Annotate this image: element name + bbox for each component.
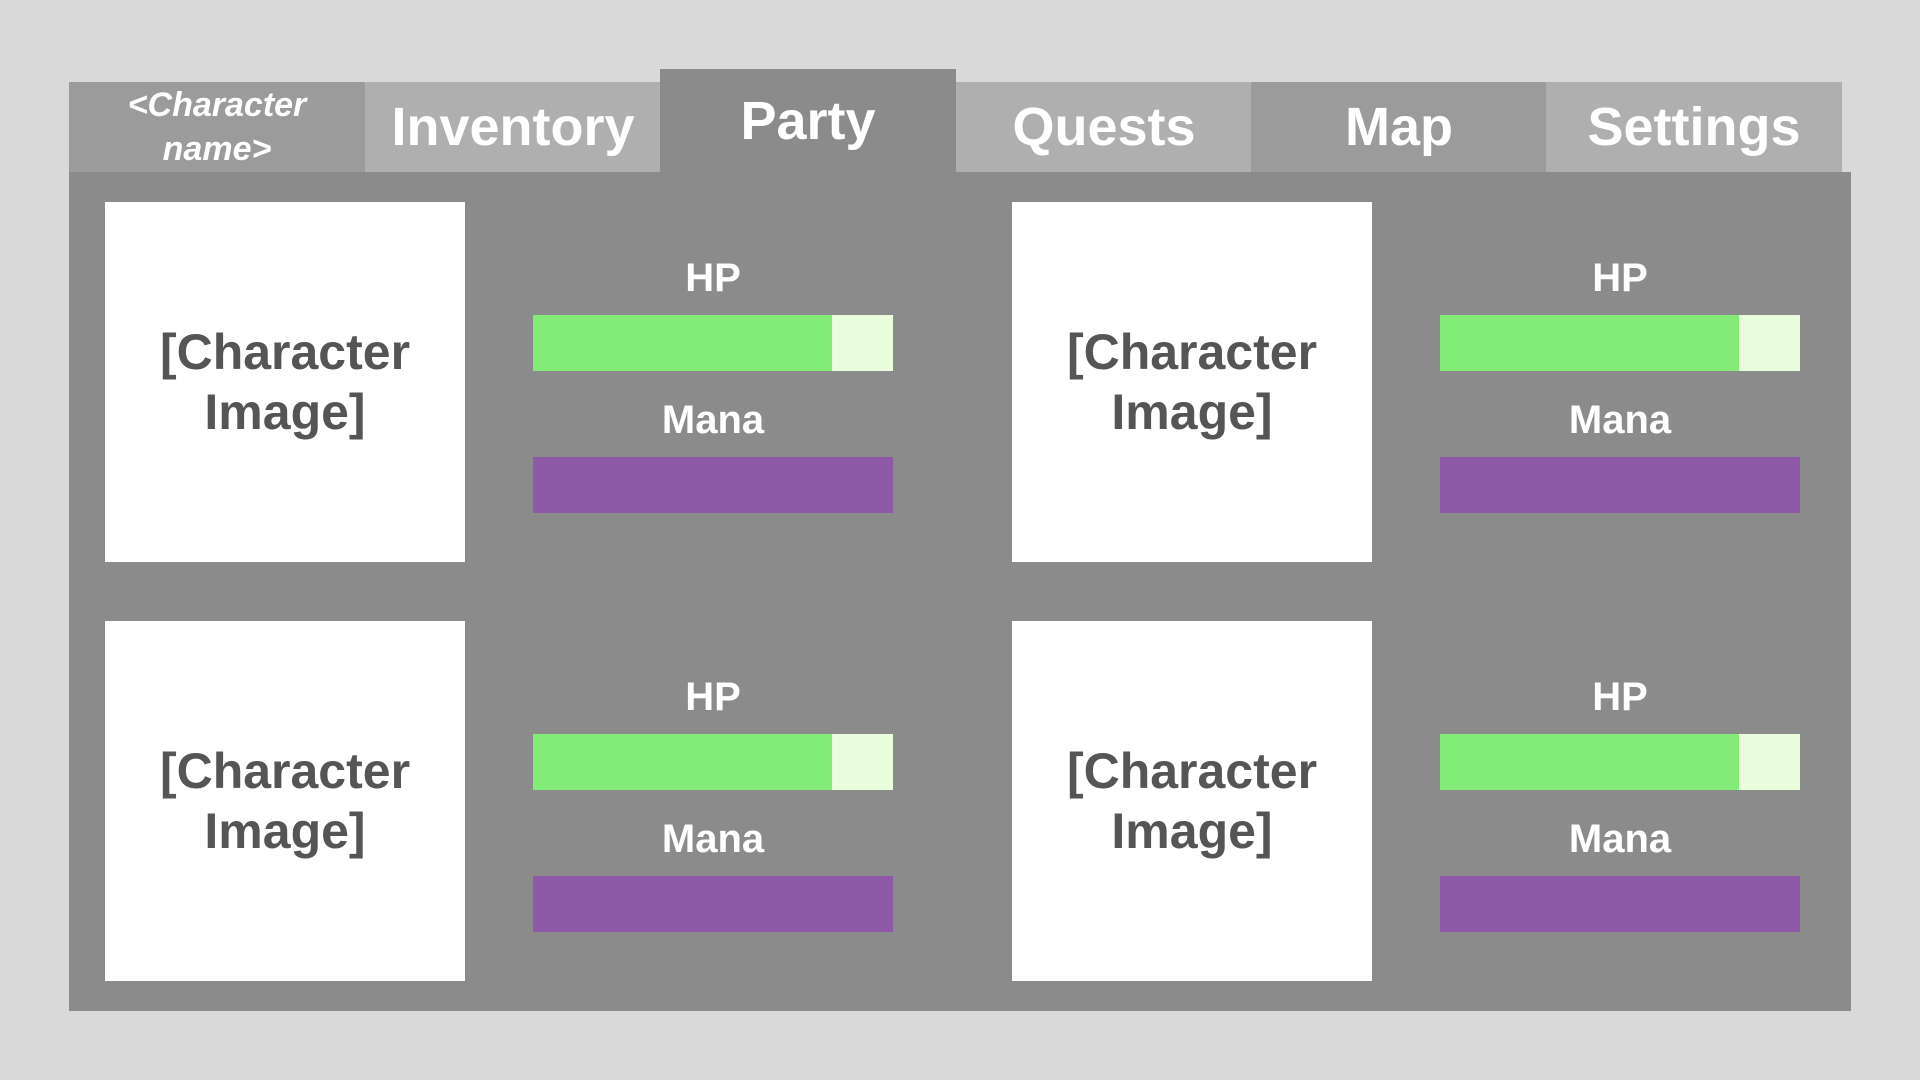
mana-bar-fill	[533, 457, 893, 513]
tab-map-label: Map	[1345, 97, 1453, 157]
character-image-label: [Character Image]	[1066, 324, 1318, 440]
hp-bar	[533, 734, 893, 790]
mana-bar-fill	[1440, 457, 1800, 513]
tab-settings[interactable]: Settings	[1546, 82, 1842, 172]
character-image-placeholder: [Character Image]	[105, 202, 465, 562]
tab-inventory[interactable]: Inventory	[365, 82, 661, 172]
party-panel: [Character Image] HP Mana [Character Ima…	[69, 172, 1851, 1011]
mana-bar	[1440, 457, 1800, 513]
tab-quests[interactable]: Quests	[956, 82, 1252, 172]
tab-character-name[interactable]: <Character name>	[69, 82, 365, 172]
mana-label: Mana	[1568, 817, 1672, 861]
mana-bar	[533, 876, 893, 932]
hp-bar	[1440, 315, 1800, 371]
hp-label: HP	[685, 675, 741, 719]
tab-character-name-label: <Character name>	[127, 86, 307, 168]
tab-map[interactable]: Map	[1251, 82, 1547, 172]
tab-inventory-label: Inventory	[391, 97, 635, 157]
hp-label: HP	[1592, 675, 1648, 719]
mana-label: Mana	[661, 398, 765, 442]
mana-bar-fill	[533, 876, 893, 932]
mana-bar-fill	[1440, 876, 1800, 932]
hp-bar-fill	[533, 315, 832, 371]
tab-party[interactable]: Party	[660, 69, 956, 172]
hp-label: HP	[685, 256, 741, 300]
character-image-label: [Character Image]	[1066, 743, 1318, 859]
hp-bar-fill	[533, 734, 832, 790]
character-image-label: [Character Image]	[159, 743, 411, 859]
character-image-placeholder: [Character Image]	[1012, 202, 1372, 562]
mana-bar	[1440, 876, 1800, 932]
character-image-placeholder: [Character Image]	[1012, 621, 1372, 981]
hp-bar-fill	[1440, 734, 1739, 790]
hp-bar	[1440, 734, 1800, 790]
tab-settings-label: Settings	[1587, 97, 1801, 157]
tab-quests-label: Quests	[1012, 97, 1196, 157]
character-image-placeholder: [Character Image]	[105, 621, 465, 981]
hp-label: HP	[1592, 256, 1648, 300]
mana-label: Mana	[661, 817, 765, 861]
tab-party-label: Party	[740, 90, 876, 151]
character-image-label: [Character Image]	[159, 324, 411, 440]
mana-bar	[533, 457, 893, 513]
hp-bar	[533, 315, 893, 371]
hp-bar-fill	[1440, 315, 1739, 371]
mana-label: Mana	[1568, 398, 1672, 442]
